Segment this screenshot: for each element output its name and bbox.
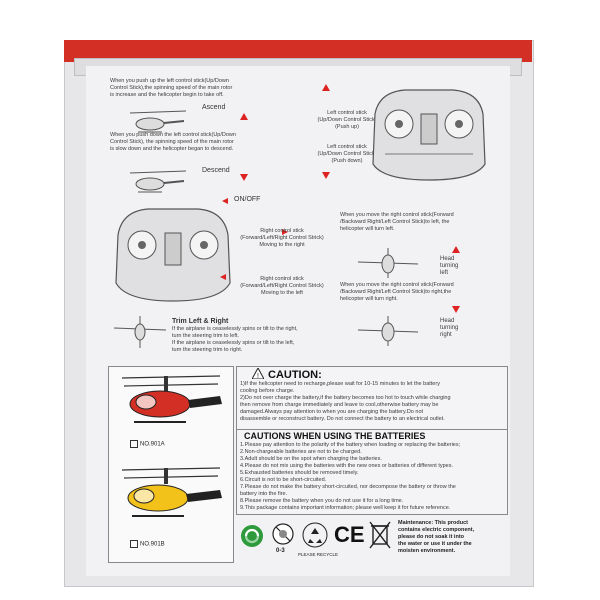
- left-stick-up-label: Left control stick (Up/Down Control Stic…: [317, 110, 377, 130]
- left-stick-down-label: Left control stick (Up/Down Control Stic…: [317, 144, 377, 164]
- right-stick-left-label: Right control stick (Forward/Left/Right …: [240, 276, 324, 296]
- helicopter-ascend-icon: [129, 110, 187, 133]
- turn-right-text: When you move the right control stick(Fo…: [340, 282, 454, 302]
- head-turning-right-label: Head turning right: [440, 318, 459, 338]
- push-down-arrow-icon: [322, 172, 330, 179]
- trim-text: If the airplane is ceaselessly spins or …: [172, 326, 298, 353]
- ce-mark: CE: [334, 522, 365, 547]
- maintenance-text: Maintenance: This product contains elect…: [398, 520, 475, 554]
- model-901a-label: NO.901A: [140, 441, 165, 448]
- please-recycle-icon: [302, 522, 328, 548]
- head-right-arrow-icon: [452, 306, 460, 313]
- green-dot-recycle-icon: [241, 525, 263, 547]
- warning-triangle-icon: !: [252, 368, 264, 379]
- onoff-arrow-icon: [222, 198, 228, 204]
- trim-title: Trim Left & Right: [172, 318, 229, 325]
- right-stick-right-label: Right control stick (Forward/Left/Right …: [240, 228, 324, 248]
- helicopter-red-photo: [121, 375, 222, 423]
- remote-controller-top-icon: [372, 89, 486, 181]
- onoff-label: ON/OFF: [234, 196, 261, 203]
- age-warning-icon: [272, 523, 294, 545]
- helicopter-turn-left-icon: [357, 248, 419, 278]
- model-901a-checkbox: [130, 440, 138, 448]
- ascend-label: Ascend: [202, 104, 226, 111]
- caution-text: 1)If the helicopter need to recharge,ple…: [240, 381, 451, 422]
- model-901a: NO.901A: [130, 440, 165, 448]
- svg-text:!: !: [257, 373, 259, 379]
- battery-caution-text: 1.Please pay attention to the polarity o…: [240, 442, 461, 511]
- remote-controller-bottom-icon: [115, 208, 231, 302]
- helicopter-yellow-photo: [121, 467, 222, 517]
- box-top-red-band: [64, 40, 532, 62]
- ascend-arrow-icon: [240, 113, 248, 120]
- model-901b-label: NO.901B: [140, 541, 165, 548]
- left-move-arrow-icon: [220, 274, 226, 280]
- helicopter-trim-icon: [113, 316, 167, 348]
- age-label: 0-3: [276, 548, 285, 554]
- battery-caution-box: [236, 429, 508, 515]
- recycle-label: PLEASE RECYCLE: [298, 552, 339, 557]
- model-901b-checkbox: [130, 540, 138, 548]
- ascend-text: When you push up the left control stick(…: [110, 78, 233, 98]
- helicopter-turn-right-icon: [357, 316, 419, 346]
- helicopter-descend-icon: [129, 170, 187, 193]
- crossed-bin-icon: [369, 521, 391, 549]
- battery-caution-title: CAUTIONS WHEN USING THE BATTERIES: [244, 431, 426, 441]
- descend-label: Descend: [202, 167, 230, 174]
- descend-text: When you push down the left control stic…: [110, 132, 236, 152]
- right-move-arrow-icon: [282, 229, 288, 235]
- head-turning-left-label: Head turning left: [440, 256, 459, 276]
- descend-arrow-icon: [240, 174, 248, 181]
- turn-left-text: When you move the right control stick(Fo…: [340, 212, 454, 232]
- caution-box: [236, 366, 508, 430]
- head-left-arrow-icon: [452, 246, 460, 253]
- push-up-arrow-icon: [322, 84, 330, 91]
- caution-title: CAUTION:: [268, 369, 322, 381]
- model-901b: NO.901B: [130, 540, 165, 548]
